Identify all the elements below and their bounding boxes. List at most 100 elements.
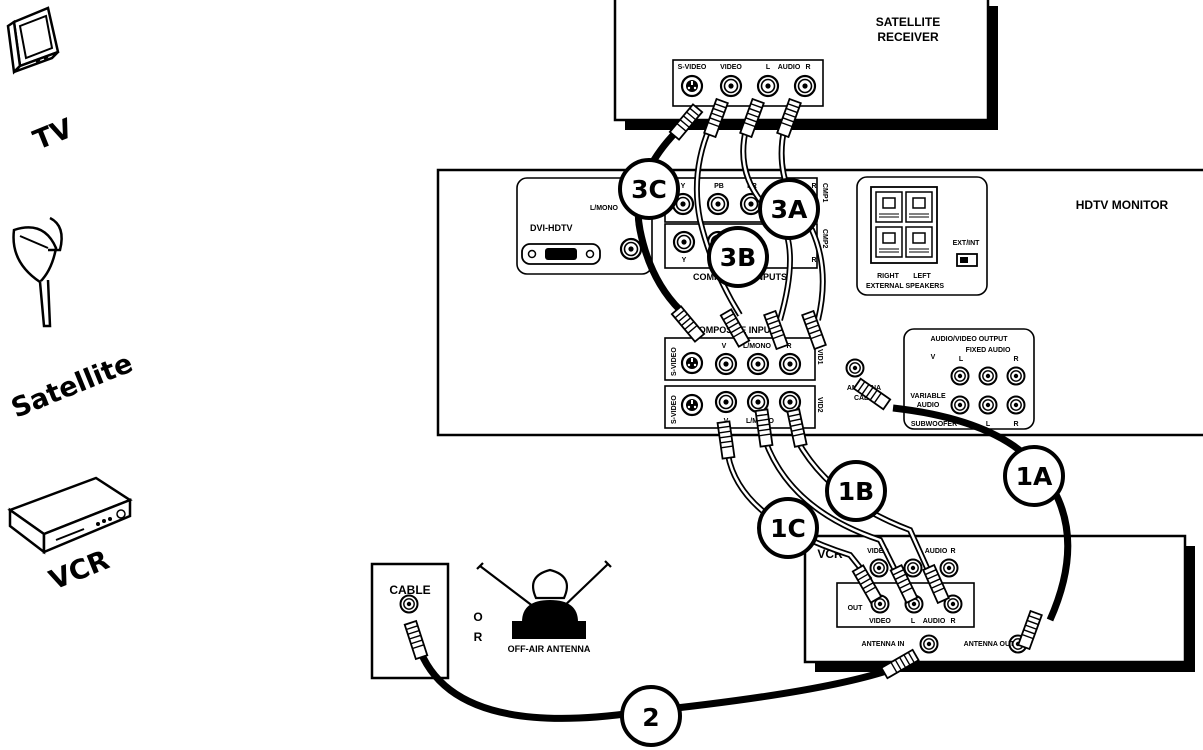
satellite-receiver: SATELLITE RECEIVER S-VIDEO VIDEO L AUDIO…	[613, 0, 998, 130]
tv-icon	[6, 6, 60, 75]
vcr-l-out-label: L	[911, 618, 916, 625]
ext-int-label: EXT/INT	[953, 240, 981, 247]
vcr-r-in-label: R	[950, 548, 955, 555]
cmp2-y-label: Y	[682, 257, 687, 264]
cmp1-label: CMP1	[821, 183, 828, 203]
vid1-v-label: V	[722, 343, 727, 350]
off-air-antenna-label: OFF-AIR ANTENNA	[508, 644, 591, 654]
vid1-svideo-jack	[680, 351, 704, 375]
sat-svideo-label: S-VIDEO	[678, 64, 707, 71]
vid1-r-label: R	[786, 343, 791, 350]
sat-audio-r-jack	[793, 74, 817, 98]
step-1a-callout: 1A	[1003, 445, 1065, 507]
external-speakers-label: EXTERNAL SPEAKERS	[866, 283, 944, 290]
vcr-video-in-jack	[869, 558, 889, 578]
speaker-right-label: RIGHT	[877, 273, 900, 280]
step-1c-label: 1C	[770, 514, 806, 543]
fixed-audio-label: FIXED AUDIO	[966, 347, 1011, 354]
sat-audio-label: AUDIO	[778, 64, 801, 71]
vid1-audio-l-jack	[746, 352, 770, 376]
vcr-audio-out-label: AUDIO	[923, 618, 946, 625]
variable-label: VARIABLE	[910, 393, 946, 400]
step-3a-callout: 3A	[758, 178, 820, 240]
sat-svideo-jack	[680, 74, 704, 98]
cable-outlet-jack	[399, 594, 419, 614]
vid1-audio-r-jack	[778, 352, 802, 376]
cmp1-y-label: Y	[681, 183, 686, 190]
vid2-video-jack	[714, 390, 738, 414]
or-label-r: R	[474, 630, 483, 644]
step-3b-callout: 3B	[707, 226, 769, 288]
dvi-audio-r-jack	[619, 237, 643, 261]
vid1-lmono-label: L/MONO	[743, 343, 772, 350]
subwoofer-label: SUBWOOFER	[911, 421, 957, 428]
av-l-label: L	[959, 356, 964, 363]
vcr-label: VCR	[45, 545, 114, 597]
cmp2-y-jack	[672, 230, 696, 254]
dvi-lmono-label: L/MONO	[590, 205, 619, 212]
av-r-label: R	[1013, 356, 1018, 363]
sat-r-label: R	[805, 64, 810, 71]
cmp2-label: CMP2	[821, 229, 828, 249]
cable-wall-outlet: CABLE	[370, 562, 450, 680]
vid1-video-jack	[714, 352, 738, 376]
av-var-l-jack	[978, 395, 998, 415]
speaker-terminals	[870, 186, 938, 264]
vid2-label: VID2	[816, 397, 823, 413]
cmp2-r-label: R	[811, 257, 816, 264]
av-v-jack	[950, 366, 970, 386]
av-var-l-label: L	[986, 421, 991, 428]
sat-audio-l-jack	[756, 74, 780, 98]
cmp1-r-label: R	[811, 183, 816, 190]
sat-video-jack	[719, 74, 743, 98]
step-3c-callout: 3C	[618, 158, 680, 220]
av-sub-jack	[950, 395, 970, 415]
vcr-icon	[7, 476, 133, 555]
satellite-label: Satellite	[7, 348, 137, 425]
step-2-callout: 2	[620, 685, 682, 747]
step-1b-label: 1B	[838, 477, 874, 506]
variable-audio-label: AUDIO	[917, 402, 940, 409]
sat-l-label: L	[766, 64, 771, 71]
off-air-antenna-icon	[476, 560, 612, 639]
cable-3a-3b	[693, 120, 826, 321]
vid2-svideo-label: S-VIDEO	[671, 395, 678, 424]
vid1-svideo-label: S-VIDEO	[671, 347, 678, 376]
satellite-receiver-title-1: SATELLITE	[876, 15, 940, 29]
cmp1-pb-label: PB	[714, 183, 724, 190]
dvi-hdtv-label: DVI-HDTV	[530, 223, 573, 233]
av-var-r-jack	[1006, 395, 1026, 415]
step-1b-callout: 1B	[825, 460, 887, 522]
vcr-audio-in-label: AUDIO	[925, 548, 948, 555]
antenna-cable-jack	[845, 358, 865, 378]
step-1c-callout: 1C	[757, 497, 819, 559]
satellite-dish-icon	[12, 216, 63, 328]
av-output-label: AUDIO/VIDEO OUTPUT	[930, 336, 1008, 343]
step-3c-label: 3C	[631, 175, 667, 204]
vcr-antenna-in-label: ANTENNA IN	[862, 641, 905, 648]
antenna-cable-label: CABLE	[854, 395, 878, 402]
speaker-left-label: LEFT	[913, 273, 931, 280]
step-1a-label: 1A	[1016, 462, 1053, 491]
vcr-audio-r-in-jack	[939, 558, 959, 578]
hdtv-monitor-title: HDTV MONITOR	[1076, 198, 1169, 212]
ext-int-switch	[956, 253, 978, 267]
vid2-svideo-jack	[680, 393, 704, 417]
sat-video-label: VIDEO	[720, 64, 742, 71]
hdtv-monitor: HDTV MONITOR DVI-HDTV L/MONO Y PB PR R C…	[436, 168, 1203, 437]
vcr-r-out-label: R	[950, 618, 955, 625]
satellite-receiver-title-2: RECEIVER	[877, 30, 939, 44]
av-v-label: V	[931, 354, 936, 361]
or-label-o: O	[473, 610, 482, 624]
av-fixed-l-jack	[978, 366, 998, 386]
vcr-antenna-out-label: ANTENNA OUT	[964, 641, 1015, 648]
vcr-out-label: OUT	[848, 605, 864, 612]
step-3b-label: 3B	[720, 243, 756, 272]
cable-1b-1c	[725, 438, 940, 592]
cable-label: CABLE	[389, 583, 430, 597]
av-fixed-r-jack	[1006, 366, 1026, 386]
av-var-r-label: R	[1013, 421, 1018, 428]
step-2-label: 2	[642, 703, 659, 732]
vcr-antenna-in-jack	[919, 634, 939, 654]
